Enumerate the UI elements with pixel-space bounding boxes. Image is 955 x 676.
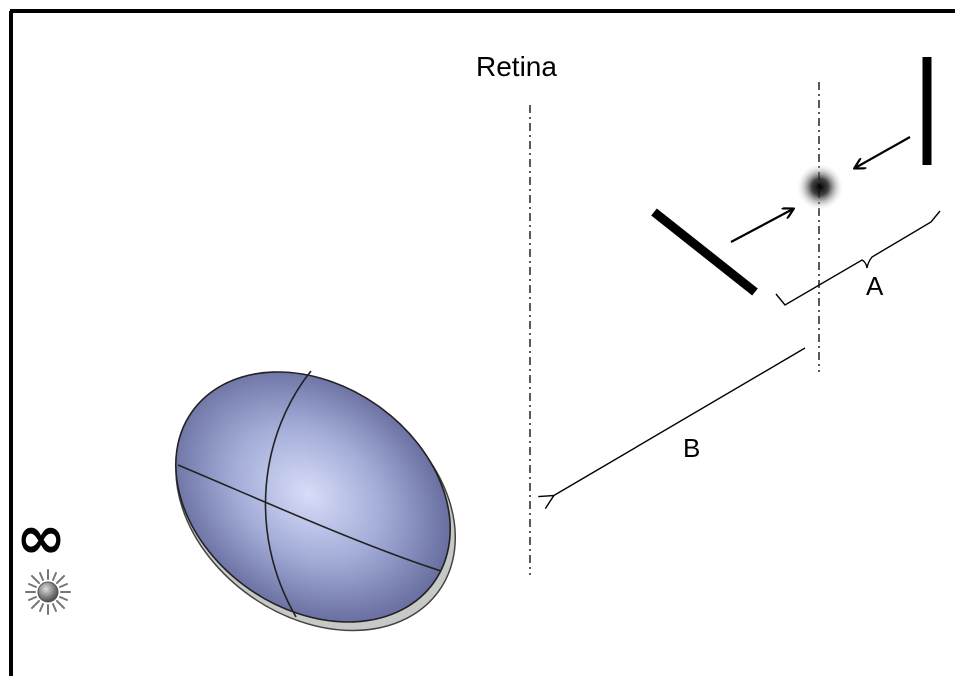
lens-seam-vertical: [264, 370, 312, 618]
lens-body: [174, 371, 452, 623]
label-b: B: [683, 433, 700, 463]
retina-label: Retina: [476, 51, 557, 82]
lens-seam-horizontal: [177, 464, 442, 572]
slanted-mirror: [651, 208, 758, 296]
dimension-bracket-a: [775, 210, 941, 306]
focal-spot: [796, 163, 844, 211]
sun-icon: [25, 569, 71, 615]
lens: [174, 371, 457, 632]
label-a: A: [866, 271, 884, 301]
dimension-arrow-b: [553, 347, 806, 496]
left-incoming-arrow: [730, 209, 793, 243]
infinity-symbol: ∞: [16, 503, 66, 573]
right-incoming-arrow: [855, 136, 911, 168]
